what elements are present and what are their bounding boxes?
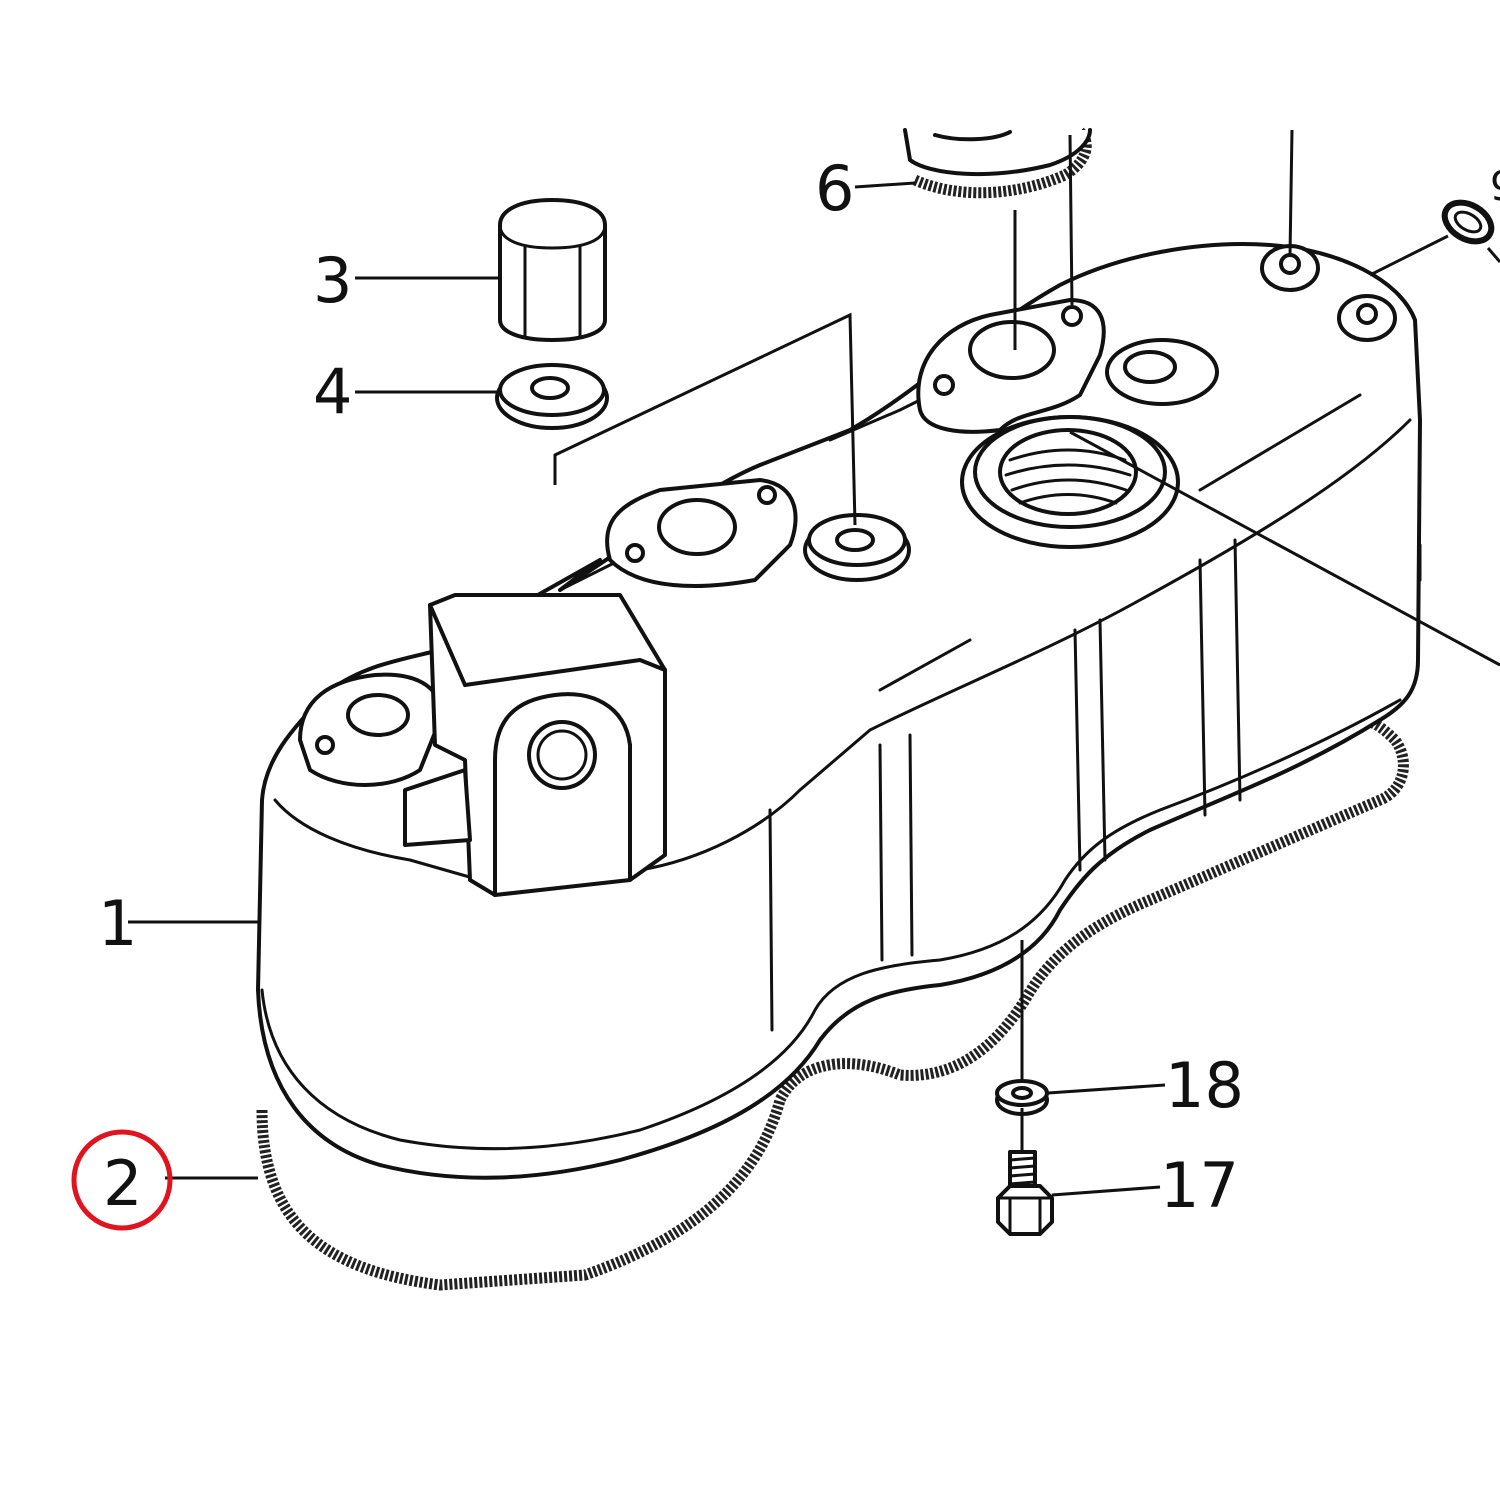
callout-2: 2 — [103, 1147, 142, 1220]
callout-labels: 1 2 3 4 6 18 17 9 — [98, 152, 1500, 1222]
callout-3: 3 — [313, 244, 352, 317]
assembly-line-oring — [1369, 234, 1449, 277]
valve-cover-gasket — [256, 714, 1409, 1291]
callout-partial-top-right: 9 — [1490, 164, 1500, 210]
leader-17 — [1051, 1185, 1161, 1197]
cap-nut — [498, 198, 607, 342]
leader-18 — [1047, 1083, 1166, 1095]
leader-6 — [854, 181, 916, 189]
assembly-line-filler — [1069, 430, 1500, 667]
callout-17: 17 — [1160, 1149, 1239, 1222]
callout-18: 18 — [1165, 1049, 1244, 1122]
callout-6: 6 — [815, 152, 854, 225]
callout-2-highlight-circle — [71, 1129, 173, 1231]
sealing-washer — [495, 363, 609, 430]
mounting-bolt — [996, 1150, 1054, 1236]
flange-gasket — [903, 127, 1092, 199]
o-ring — [1441, 199, 1495, 245]
valve-cover — [256, 242, 1422, 1180]
assembly-line-washer — [553, 312, 857, 526]
assembly-line-oring-2 — [1486, 247, 1500, 263]
callout-1: 1 — [98, 887, 137, 960]
assembly-line-flange-right — [1068, 134, 1074, 306]
mounting-washer — [995, 1079, 1049, 1116]
assembly-line-bolt-top — [1288, 129, 1294, 256]
leader-lines — [128, 129, 1500, 1197]
callout-4: 4 — [313, 355, 352, 428]
